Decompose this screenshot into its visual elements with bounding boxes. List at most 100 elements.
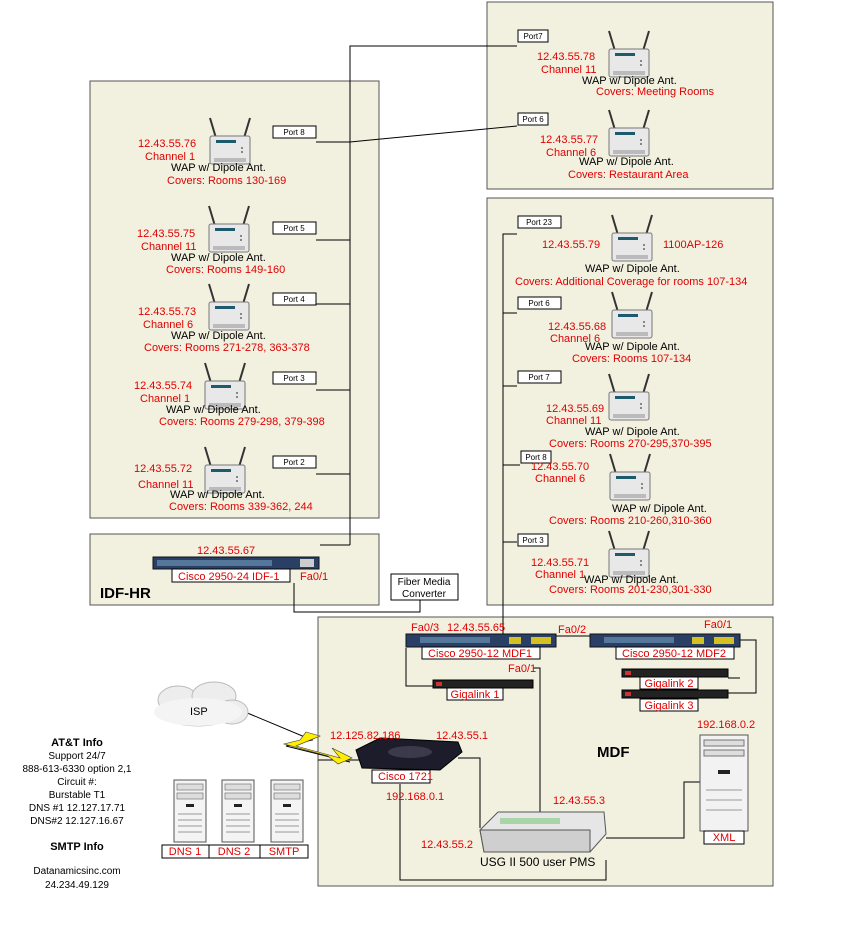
- wap-coverage: Covers: Additional Coverage for rooms 10…: [515, 276, 747, 288]
- server-label: DNS 2: [218, 846, 250, 858]
- idf-switch-name: Cisco 2950-24 IDF-1: [178, 571, 280, 583]
- router-wan-ip: 12.125.82.186: [330, 730, 400, 742]
- wap-type: WAP w/ Dipole Ant.: [170, 489, 265, 501]
- gigalink-label: Gigalink 1: [451, 689, 500, 701]
- wap-channel: Channel 6: [546, 147, 596, 159]
- wap-coverage: Covers: Rooms 270-295,370-395: [549, 438, 712, 450]
- att-info-line: DNS#2 12.127.16.67: [30, 816, 124, 827]
- usg-ip: 12.43.55.2: [421, 839, 473, 851]
- wap-channel: Channel 6: [143, 319, 193, 331]
- wap-channel: Channel 11: [546, 415, 601, 427]
- port-label: Port 23: [526, 218, 552, 227]
- wap-ip: 12.43.55.71: [531, 557, 589, 569]
- port-label: Port 7: [528, 373, 550, 382]
- wap-9-labels: 12.43.55.68 Channel 6 WAP w/ Dipole Ant.…: [548, 321, 691, 365]
- gigalink-2: Gigalink 2: [621, 668, 729, 690]
- router-cisco-1721: Cisco 1721 12.125.82.186 12.43.55.1 192.…: [330, 730, 488, 803]
- wap-ip: 12.43.55.72: [134, 463, 192, 475]
- wap-type: WAP w/ Dipole Ant.: [579, 156, 674, 168]
- router-inside-ip: 192.168.0.1: [386, 791, 444, 803]
- mdf1-name: Cisco 2950-12 MDF1: [428, 648, 532, 660]
- wap-coverage: Covers: Rooms 279-298, 379-398: [159, 416, 325, 428]
- wap-channel: Channel 6: [550, 333, 600, 345]
- wap-2-labels: 12.43.55.77 Channel 6 WAP w/ Dipole Ant.…: [540, 134, 689, 181]
- usg-ip: 12.43.55.3: [553, 795, 605, 807]
- port-label: Port7: [523, 32, 543, 41]
- xml-ip: 192.168.0.2: [697, 719, 755, 731]
- fiber-converter-box: [390, 573, 459, 601]
- wap-ip: 12.43.55.73: [138, 306, 196, 318]
- mdf1-ip: 12.43.55.65: [447, 622, 505, 634]
- wap-6-labels: 12.43.55.74 Channel 1 WAP w/ Dipole Ant.…: [134, 380, 325, 428]
- port-boxes: [272, 29, 562, 547]
- fiber-converter-label: Fiber Media: [398, 577, 451, 588]
- smtp-info-title: SMTP Info: [50, 841, 104, 853]
- wap-channel: Channel 1: [535, 569, 585, 581]
- att-info-line: Burstable T1: [49, 790, 106, 801]
- mdf2-port: Fa0/1: [704, 619, 732, 631]
- wap-ip: 12.43.55.79: [542, 239, 600, 251]
- wap-type: WAP w/ Dipole Ant.: [582, 75, 677, 87]
- wap-7-labels: 12.43.55.72 Channel 11 WAP w/ Dipole Ant…: [134, 463, 313, 513]
- wap-type: WAP w/ Dipole Ant.: [171, 330, 266, 342]
- wap-ip: 12.43.55.77: [540, 134, 598, 146]
- wap-model: 1100AP-126: [663, 239, 723, 251]
- port-label: Port 3: [283, 374, 305, 383]
- wap-coverage: Covers: Rooms 201-230,301-330: [549, 584, 712, 596]
- att-info-line: 888-613-6330 option 2,1: [23, 764, 132, 775]
- att-info-line: Circuit #:: [57, 777, 96, 788]
- wap-coverage: Covers: Rooms 107-134: [572, 353, 691, 365]
- port-label: Port 2: [283, 458, 305, 467]
- xml-label: XML: [713, 832, 736, 844]
- gigalink-1: Gigalink 1: [432, 679, 534, 701]
- att-info-title: AT&T Info: [51, 737, 103, 749]
- wap-1-labels: 12.43.55.78 Channel 11 WAP w/ Dipole Ant…: [537, 51, 714, 98]
- area-title-mdf: MDF: [597, 744, 630, 761]
- port-label: Port 6: [522, 115, 544, 124]
- mdf2-name: Cisco 2950-12 MDF2: [622, 648, 726, 660]
- port-label: Port 6: [528, 299, 550, 308]
- att-info-line: Support 24/7: [48, 751, 106, 762]
- usg-name: USG II 500 user PMS: [480, 855, 595, 869]
- server-labels: DNS 1 DNS 2 SMTP: [161, 844, 309, 859]
- smtp-info: SMTP Info Datanamicsinc.com 24.234.49.12…: [33, 841, 120, 891]
- gigalink-label: Gigalink 2: [645, 678, 694, 690]
- smtp-info-line: 24.234.49.129: [45, 880, 109, 891]
- att-info-line: DNS #1 12.127.17.71: [29, 803, 126, 814]
- wap-channel: Channel 11: [141, 241, 196, 253]
- port-labels: Port7 Port 6 Port 8 Port 5 Port 4 Port 3…: [283, 32, 552, 545]
- wap-ip: 12.43.55.78: [537, 51, 595, 63]
- att-info: AT&T Info Support 24/7 888-613-6330 opti…: [23, 737, 132, 827]
- wap-type: WAP w/ Dipole Ant.: [166, 404, 261, 416]
- wap-coverage: Covers: Restaurant Area: [568, 169, 689, 181]
- wiring: [293, 45, 757, 881]
- mdf1-switch: Fa0/3 12.43.55.65 Fa0/2 Cisco 2950-12 MD…: [405, 622, 586, 675]
- wap-10-labels: 12.43.55.69 Channel 11 WAP w/ Dipole Ant…: [546, 403, 712, 450]
- isp-label: ISP: [190, 706, 208, 718]
- wap-channel: Channel 1: [140, 393, 190, 405]
- wap-channel: Channel 11: [541, 64, 596, 76]
- wap-type: WAP w/ Dipole Ant.: [171, 162, 266, 174]
- xml-server: XML 192.168.0.2: [697, 719, 755, 845]
- mdf1-port: Fa0/2: [558, 624, 586, 636]
- wap-ip: 12.43.55.68: [548, 321, 606, 333]
- gigalink-3: Gigalink 3: [621, 689, 729, 712]
- wap-type: WAP w/ Dipole Ant.: [584, 574, 679, 586]
- isp-cloud-icon: ISP: [154, 681, 249, 727]
- wap-type: WAP w/ Dipole Ant.: [585, 426, 680, 438]
- port-label: Port 8: [525, 453, 547, 462]
- port-label: Port 4: [283, 295, 305, 304]
- port-label: Port 3: [522, 536, 544, 545]
- wap-channel: Channel 11: [138, 479, 193, 491]
- dns1-server-icon: [173, 779, 207, 843]
- wap-ip: 12.43.55.74: [134, 380, 192, 392]
- wap-type: WAP w/ Dipole Ant.: [612, 503, 707, 515]
- smtp-server-icon: [270, 779, 304, 843]
- wap-11-labels: 12.43.55.70 Channel 6 WAP w/ Dipole Ant.…: [531, 461, 712, 527]
- wap-ip: 12.43.55.69: [546, 403, 604, 415]
- server-label: DNS 1: [169, 846, 201, 858]
- idf-switch: 12.43.55.67 Cisco 2950-24 IDF-1 Fa0/1: [152, 545, 328, 583]
- wap-ip: 12.43.55.75: [137, 228, 195, 240]
